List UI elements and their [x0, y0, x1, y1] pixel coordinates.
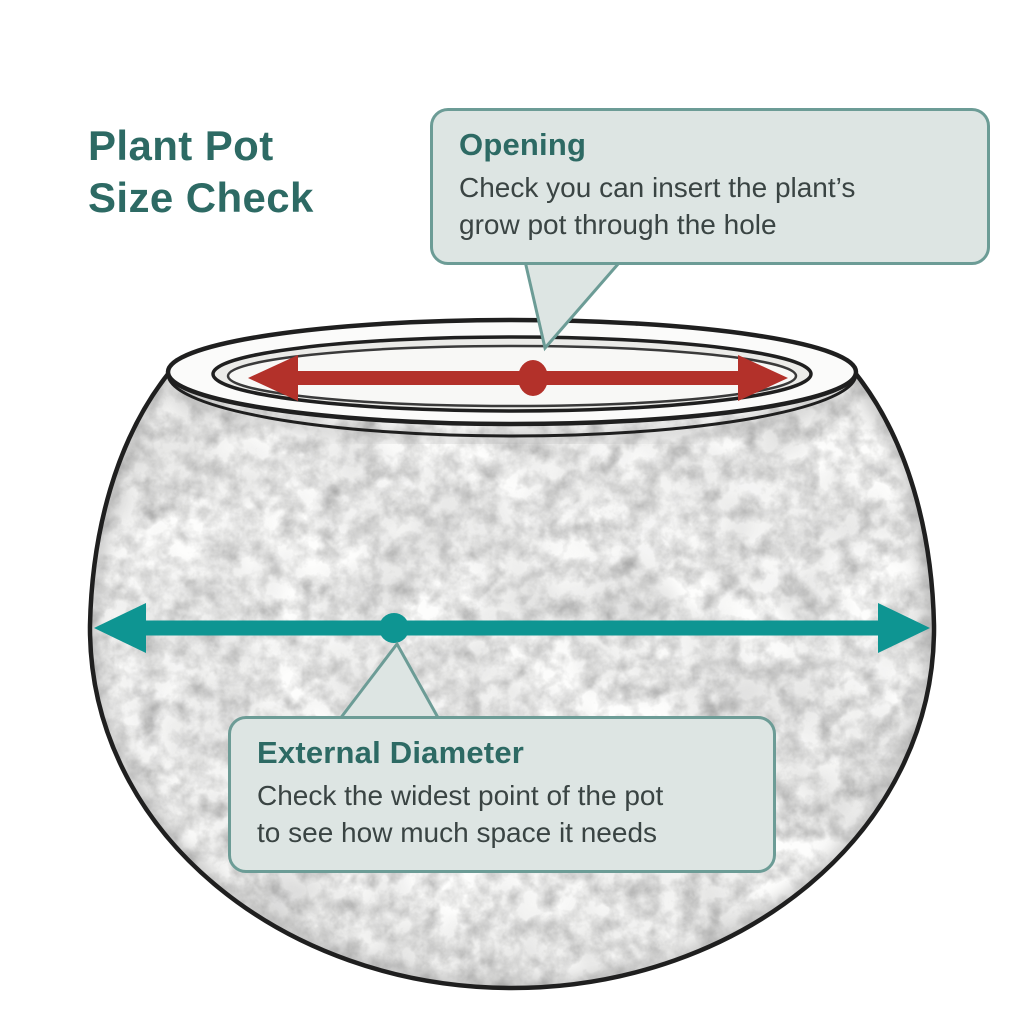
opening-arrow-dot [518, 360, 548, 396]
external-diameter-callout-body-line-2: to see how much space it needs [257, 816, 658, 848]
opening-callout-heading: Opening [459, 127, 587, 162]
pot-texture [89, 374, 935, 988]
pot-body [87, 371, 937, 991]
page-title-line-2: Size Check [88, 174, 314, 222]
opening-callout-body-line-2: grow pot through the hole [459, 208, 777, 240]
diameter-arrow [94, 603, 930, 653]
opening-arrow-left-head [248, 355, 298, 401]
diameter-arrow-right-head [878, 603, 930, 653]
diameter-arrow-dot [379, 613, 409, 643]
external-diameter-callout-heading: External Diameter [257, 735, 525, 770]
diameter-arrow-left-head [94, 603, 146, 653]
page-title-line-1: Plant Pot [88, 122, 274, 169]
external-diameter-callout-body-line-1: Check the widest point of the pot [257, 780, 664, 811]
opening-callout: Opening Check you can insert the plant’s… [430, 108, 990, 265]
opening-arrow-right-head [738, 355, 788, 401]
pot-rim-lip [166, 373, 858, 438]
opening-arrow [248, 355, 788, 401]
page-title: Plant Pot Size Check [88, 120, 314, 224]
external-diameter-callout: External Diameter Check the widest point… [228, 716, 776, 873]
opening-callout-body-line-1: Check you can insert the plant’s [459, 172, 856, 203]
